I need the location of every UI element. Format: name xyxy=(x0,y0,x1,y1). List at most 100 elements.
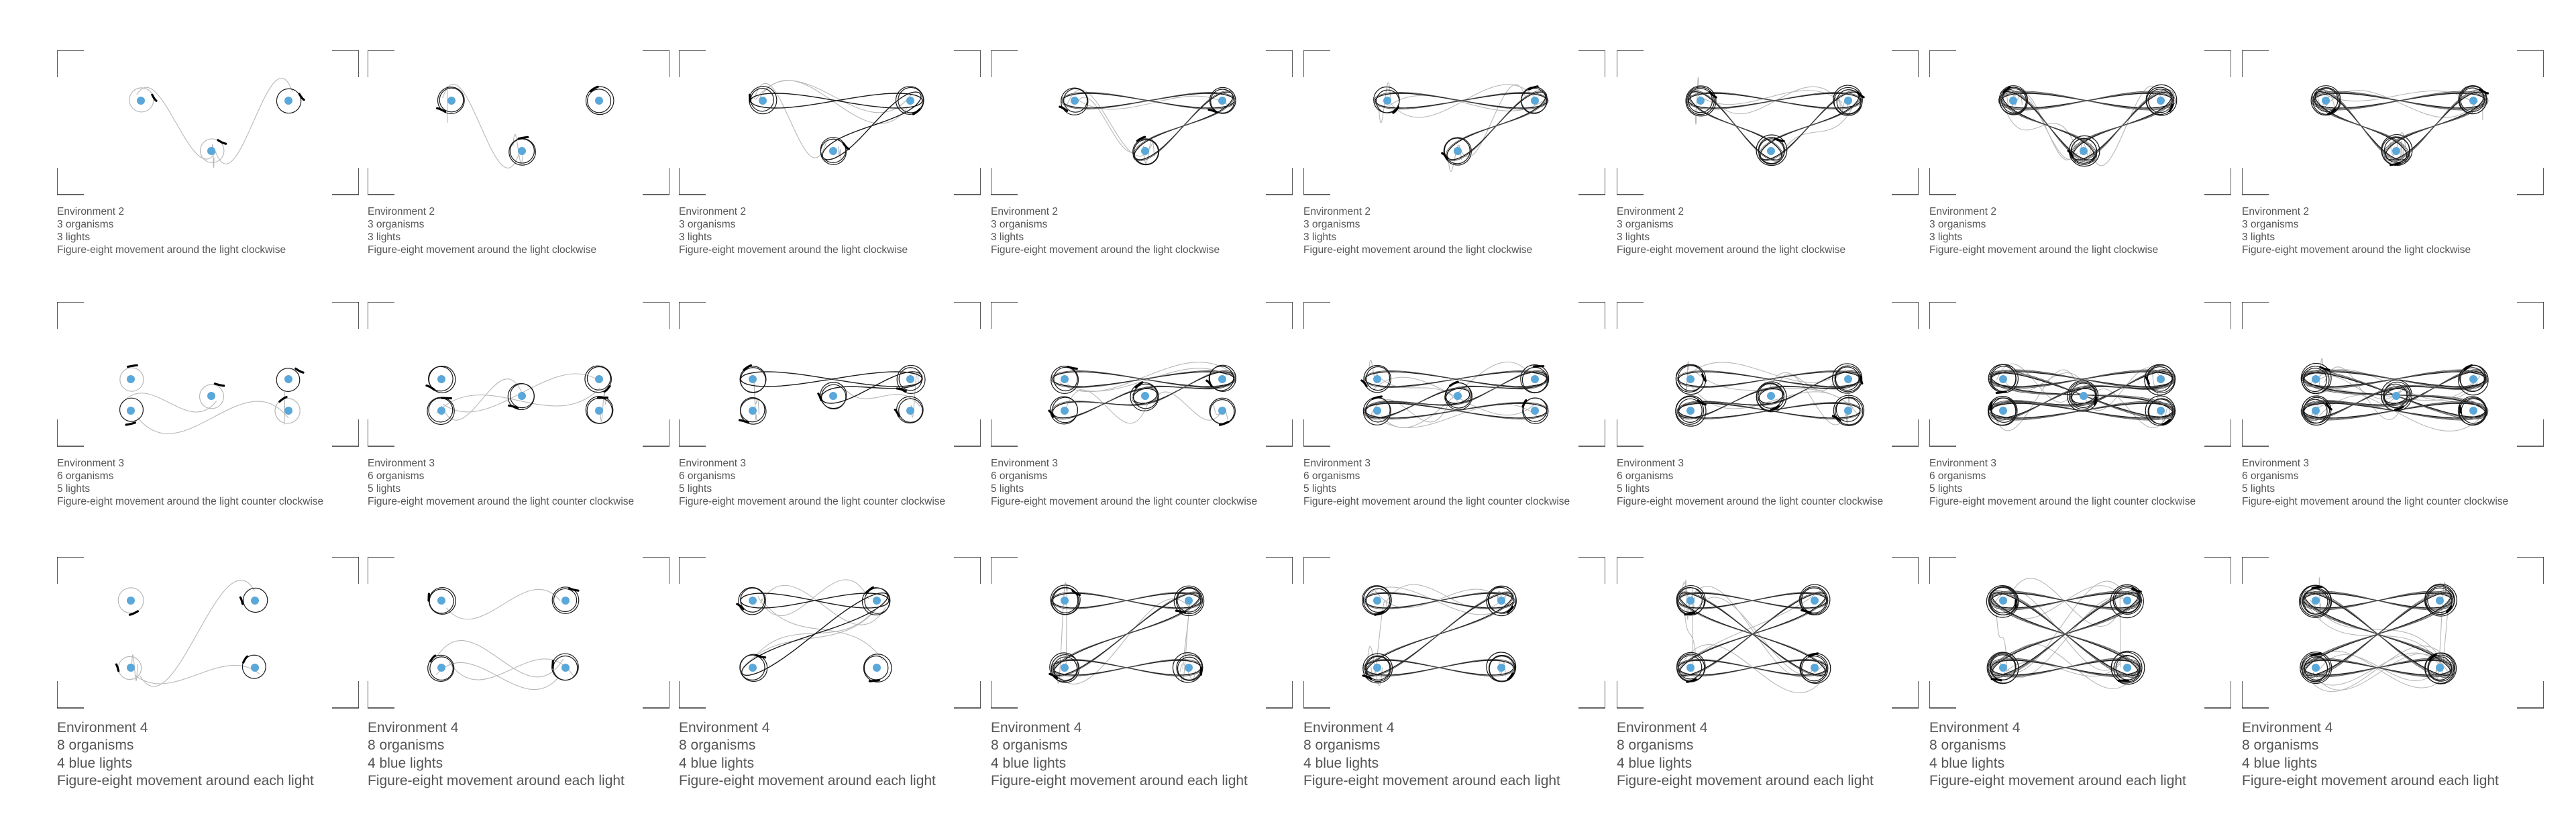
caption-lights: 4 blue lights xyxy=(2242,755,2318,771)
caption-organisms: 6 organisms xyxy=(57,470,114,482)
orbit-ring xyxy=(2145,84,2178,116)
organism xyxy=(242,655,249,664)
frame-corner-bracket xyxy=(1303,50,1330,77)
orbit-ring xyxy=(740,398,767,425)
organism xyxy=(2445,605,2453,613)
orbit-ring xyxy=(2310,85,2341,116)
blue-light xyxy=(2123,597,2131,605)
orbit-ring xyxy=(2424,652,2457,684)
blue-light xyxy=(561,664,570,672)
blue-light xyxy=(437,375,445,383)
frame-corner-bracket xyxy=(332,168,359,195)
simulation-canvas xyxy=(1617,557,1919,709)
frame-corner-bracket xyxy=(2517,168,2544,195)
organism-trail xyxy=(753,608,876,658)
caption-lights: 3 lights xyxy=(57,231,91,243)
organism-trail xyxy=(2306,646,2449,693)
figure-eight-trail xyxy=(1363,387,1472,419)
simulation-frame xyxy=(368,557,669,715)
organism xyxy=(2310,652,2322,657)
caption-organisms: 8 organisms xyxy=(368,737,445,754)
frame-corner-bracket xyxy=(2242,419,2269,447)
orbit-ring xyxy=(1373,86,1400,113)
orbit-ring xyxy=(1998,85,2028,115)
orbit-ring xyxy=(507,382,535,411)
orbit-ring xyxy=(1487,586,1514,613)
frame-corner-bracket xyxy=(332,681,359,709)
frame-corner-bracket xyxy=(2517,557,2544,584)
blue-light xyxy=(1071,97,1079,105)
frame-corner-bracket xyxy=(991,168,1018,195)
orbit-ring xyxy=(2110,650,2145,685)
organism-trail xyxy=(2313,650,2445,688)
orbit-ring xyxy=(898,87,924,113)
caption-environment: Environment 4 xyxy=(1617,720,1708,735)
orbit-ring xyxy=(2383,383,2408,408)
orbit-ring xyxy=(739,654,768,682)
organism xyxy=(603,385,611,393)
organism-trail xyxy=(600,393,606,422)
frame-corner-bracket xyxy=(679,681,706,709)
simulation-canvas xyxy=(1303,50,1605,195)
simulation-canvas xyxy=(679,50,981,195)
frame-corner-bracket xyxy=(57,681,84,709)
organism xyxy=(568,587,580,592)
caption-lights: 3 lights xyxy=(1303,231,1337,243)
organism-trail xyxy=(1768,372,1839,391)
orbit-ring xyxy=(437,87,465,115)
caption-description: Figure-eight movement around the light c… xyxy=(368,495,635,507)
orbit-ring xyxy=(2070,382,2096,408)
frame-corner-bracket xyxy=(1266,168,1293,195)
organism xyxy=(1521,399,1527,408)
frame-corner-bracket xyxy=(1929,419,1956,447)
orbit-ring xyxy=(553,588,578,613)
frame-corner-bracket xyxy=(991,50,1018,77)
simulation-frame xyxy=(2242,302,2544,453)
frame-corner-bracket xyxy=(1303,419,1330,447)
blue-light xyxy=(2312,407,2320,415)
simulation-frame xyxy=(368,50,669,201)
frame-corner-bracket xyxy=(643,419,669,447)
simulation-frame xyxy=(368,302,669,453)
frame-corner-bracket xyxy=(1303,168,1330,195)
orbit-ring xyxy=(2424,583,2457,617)
blue-light xyxy=(749,664,757,672)
frame-corner-bracket xyxy=(1617,419,1644,447)
caption-environment: Environment 2 xyxy=(1929,206,1996,217)
organism xyxy=(1134,381,1144,389)
figure-eight-trail xyxy=(1676,592,1829,609)
organism xyxy=(2131,587,2142,593)
orbit-ring xyxy=(1444,382,1473,411)
caption-organisms: 8 organisms xyxy=(679,737,756,754)
caption-description: Figure-eight movement around each light xyxy=(1617,772,1874,788)
orbit-ring xyxy=(2148,89,2173,113)
organism xyxy=(1770,405,1780,411)
orbit-ring xyxy=(739,366,767,393)
blue-light xyxy=(2469,407,2477,415)
orbit-ring xyxy=(1678,655,1703,680)
organism xyxy=(436,107,447,113)
orbit-ring xyxy=(896,396,924,424)
organism xyxy=(865,586,875,594)
simulation-canvas xyxy=(368,302,669,447)
caption-description: Figure-eight movement around each light xyxy=(2242,772,2499,788)
frame-corner-bracket xyxy=(2204,168,2231,195)
organism-trail xyxy=(1375,372,1459,403)
caption-organisms: 3 organisms xyxy=(679,218,736,230)
orbit-ring xyxy=(1130,382,1159,411)
organism xyxy=(1441,152,1449,160)
orbit-ring xyxy=(1049,652,1079,682)
blue-light xyxy=(906,97,914,105)
blue-light xyxy=(829,147,837,155)
caption-environment: Environment 3 xyxy=(2242,458,2309,469)
blue-light xyxy=(1141,392,1149,400)
frame-corner-bracket xyxy=(1266,419,1293,447)
organism xyxy=(2428,653,2437,661)
frame-corner-bracket xyxy=(1892,419,1919,447)
